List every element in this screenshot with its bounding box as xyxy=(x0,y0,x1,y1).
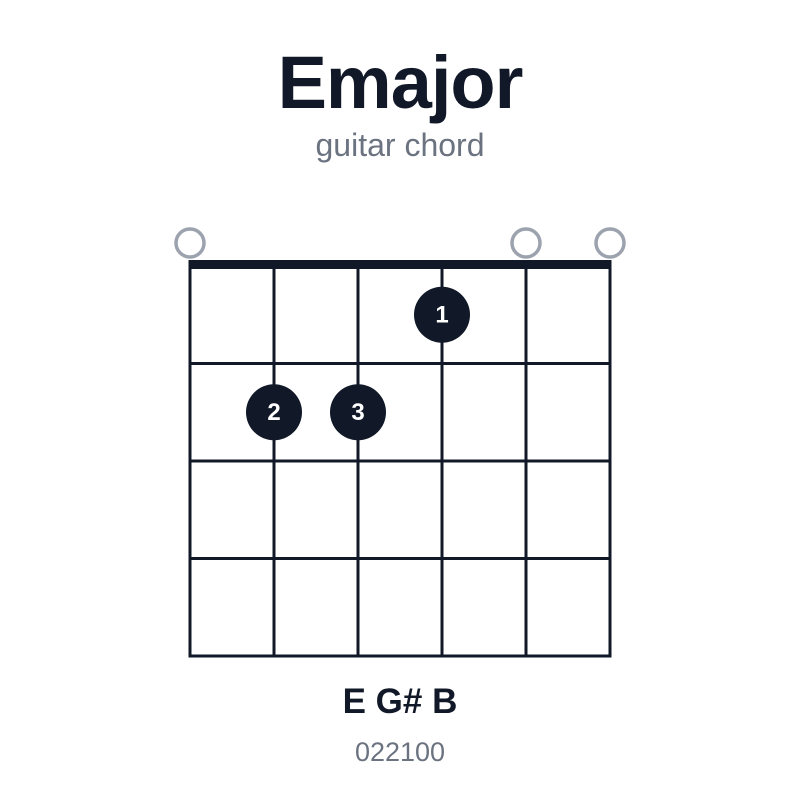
open-string-marker xyxy=(174,227,206,259)
chord-notes: E G# B xyxy=(342,682,458,721)
open-string-markers xyxy=(174,227,626,259)
finger-dot xyxy=(414,286,470,343)
chord-fingering: 022100 xyxy=(354,737,446,767)
open-string-marker xyxy=(510,227,542,259)
fretboard-grid xyxy=(188,260,612,658)
finger-dot xyxy=(246,384,302,441)
finger-number: 3 xyxy=(351,399,364,426)
chord-subtitle: guitar chord xyxy=(315,127,485,163)
nut-bar xyxy=(188,260,612,269)
finger-dot xyxy=(330,384,386,441)
finger-number: 1 xyxy=(435,301,448,328)
open-string-marker xyxy=(594,227,626,259)
finger-positions: 1 2 3 xyxy=(246,286,470,441)
chord-title: Emajor xyxy=(277,41,524,124)
finger-number: 2 xyxy=(267,399,280,426)
